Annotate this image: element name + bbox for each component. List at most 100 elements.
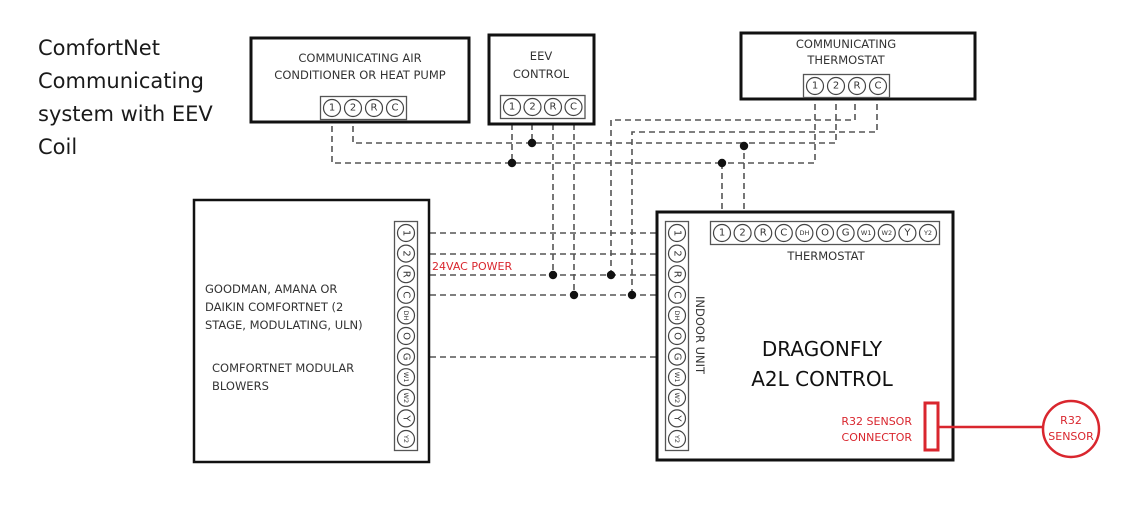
terminal-label: Y2 xyxy=(402,434,410,443)
junction-dot xyxy=(627,290,637,300)
furnace-label-2: DAIKIN COMFORTNET (2 xyxy=(205,300,343,314)
terminal-r xyxy=(396,265,416,284)
terminal-label: C xyxy=(392,103,399,114)
terminal-label: Y2 xyxy=(923,229,932,237)
terminal-1 xyxy=(712,223,732,243)
wire-outdoor-1 xyxy=(331,126,722,164)
outdoor-unit-label-2: CONDITIONER OR HEAT PUMP xyxy=(274,68,445,82)
terminal-w2 xyxy=(877,223,896,243)
terminal-label: O xyxy=(401,332,412,340)
terminal-c xyxy=(396,285,416,304)
terminal-w1 xyxy=(857,223,876,243)
junction-dot xyxy=(717,158,727,168)
junction-dot xyxy=(548,270,558,280)
terminal-label: W1 xyxy=(673,372,681,383)
terminal-dh xyxy=(396,306,416,325)
terminal-2 xyxy=(733,223,752,243)
terminal-r xyxy=(754,223,773,243)
terminal-label: W2 xyxy=(402,393,410,404)
junction-dot xyxy=(527,138,537,148)
terminal-r xyxy=(543,97,563,117)
terminal-r xyxy=(847,76,867,96)
terminal-o xyxy=(815,223,835,243)
terminal-w1 xyxy=(396,368,416,387)
terminal-label: 2 xyxy=(350,103,356,114)
terminal-label: W1 xyxy=(402,372,410,383)
terminal-label: C xyxy=(672,291,683,298)
terminal-label: C xyxy=(780,228,787,239)
terminal-label: Y xyxy=(401,414,412,422)
terminal-label: W1 xyxy=(861,229,872,237)
title-line-2: Communicating xyxy=(38,69,204,93)
terminal-label: 2 xyxy=(529,102,535,113)
eev-control-label-2: CONTROL xyxy=(513,67,570,81)
terminal-c xyxy=(667,285,687,304)
eev-control-label-1: EEV xyxy=(530,49,553,63)
terminal-strip-frame xyxy=(802,73,891,99)
furnace-label-1: GOODMAN, AMANA OR xyxy=(205,282,337,296)
terminal-label: Y xyxy=(672,414,683,422)
terminal-label: 1 xyxy=(719,228,725,239)
terminal-g xyxy=(667,347,687,366)
terminal-y2 xyxy=(918,223,938,243)
terminal-2 xyxy=(343,98,363,118)
title-line-1: ComfortNet xyxy=(38,36,160,60)
wires xyxy=(331,104,878,358)
furnace-frame xyxy=(192,198,431,464)
terminal-label: Y xyxy=(903,228,911,239)
terminal-strip-frame xyxy=(499,94,586,120)
furnace-label-3: STAGE, MODULATING, ULN) xyxy=(205,318,363,332)
terminal-c xyxy=(564,97,583,117)
terminal-1 xyxy=(322,98,342,118)
connector-label-1: R32 SENSOR xyxy=(841,415,912,428)
thermostat-label-2: THERMOSTAT xyxy=(806,53,885,67)
terminal-label: G xyxy=(672,353,683,361)
junction-dot xyxy=(739,141,749,151)
furnace-sub-label-1: COMFORTNET MODULAR xyxy=(212,361,354,375)
terminal-dh xyxy=(795,223,814,243)
r32-sensor-label-2: SENSOR xyxy=(1048,430,1094,443)
terminal-label: C xyxy=(875,81,882,92)
terminal-2 xyxy=(826,76,846,96)
terminal-w2 xyxy=(396,388,416,407)
terminal-label: R xyxy=(371,103,378,114)
terminal-c xyxy=(774,223,793,243)
terminal-label: O xyxy=(821,228,829,239)
dragonfly-title-2: A2L CONTROL xyxy=(751,367,893,391)
terminal-w2 xyxy=(667,388,687,407)
terminal-y2 xyxy=(396,429,416,449)
connector-label-2: CONNECTOR xyxy=(842,431,913,444)
terminal-o xyxy=(667,326,687,346)
r32-sensor: R32 SENSOR xyxy=(1041,399,1101,459)
terminal-label: 2 xyxy=(739,228,745,239)
terminal-2 xyxy=(523,97,542,117)
power-label: 24VAC POWER xyxy=(432,260,512,273)
wire-thermostat-2 xyxy=(744,104,837,144)
terminal-label: 1 xyxy=(509,102,515,113)
wire-thermostat-1 xyxy=(722,104,816,164)
terminal-label: R xyxy=(854,81,861,92)
terminal-label: G xyxy=(401,353,412,361)
terminal-strip-frame xyxy=(319,95,408,121)
terminal-label: 2 xyxy=(833,81,839,92)
diagram-title: ComfortNet Communicating system with EEV… xyxy=(38,36,213,159)
terminal-label: C xyxy=(401,291,412,298)
terminal-label: G xyxy=(842,228,850,239)
furnace-sub-label-2: BLOWERS xyxy=(212,379,269,393)
r32-sensor-circle xyxy=(1041,399,1101,459)
furnace-box: GOODMAN, AMANA OR DAIKIN COMFORTNET (2 S… xyxy=(192,198,431,464)
wire-outdoor-2 xyxy=(352,126,744,144)
terminal-2 xyxy=(396,244,416,263)
junction-dot xyxy=(507,158,517,168)
terminal-label: R xyxy=(401,271,412,278)
terminal-y xyxy=(667,409,687,428)
terminal-1 xyxy=(667,223,687,243)
dragonfly-frame xyxy=(655,210,955,462)
